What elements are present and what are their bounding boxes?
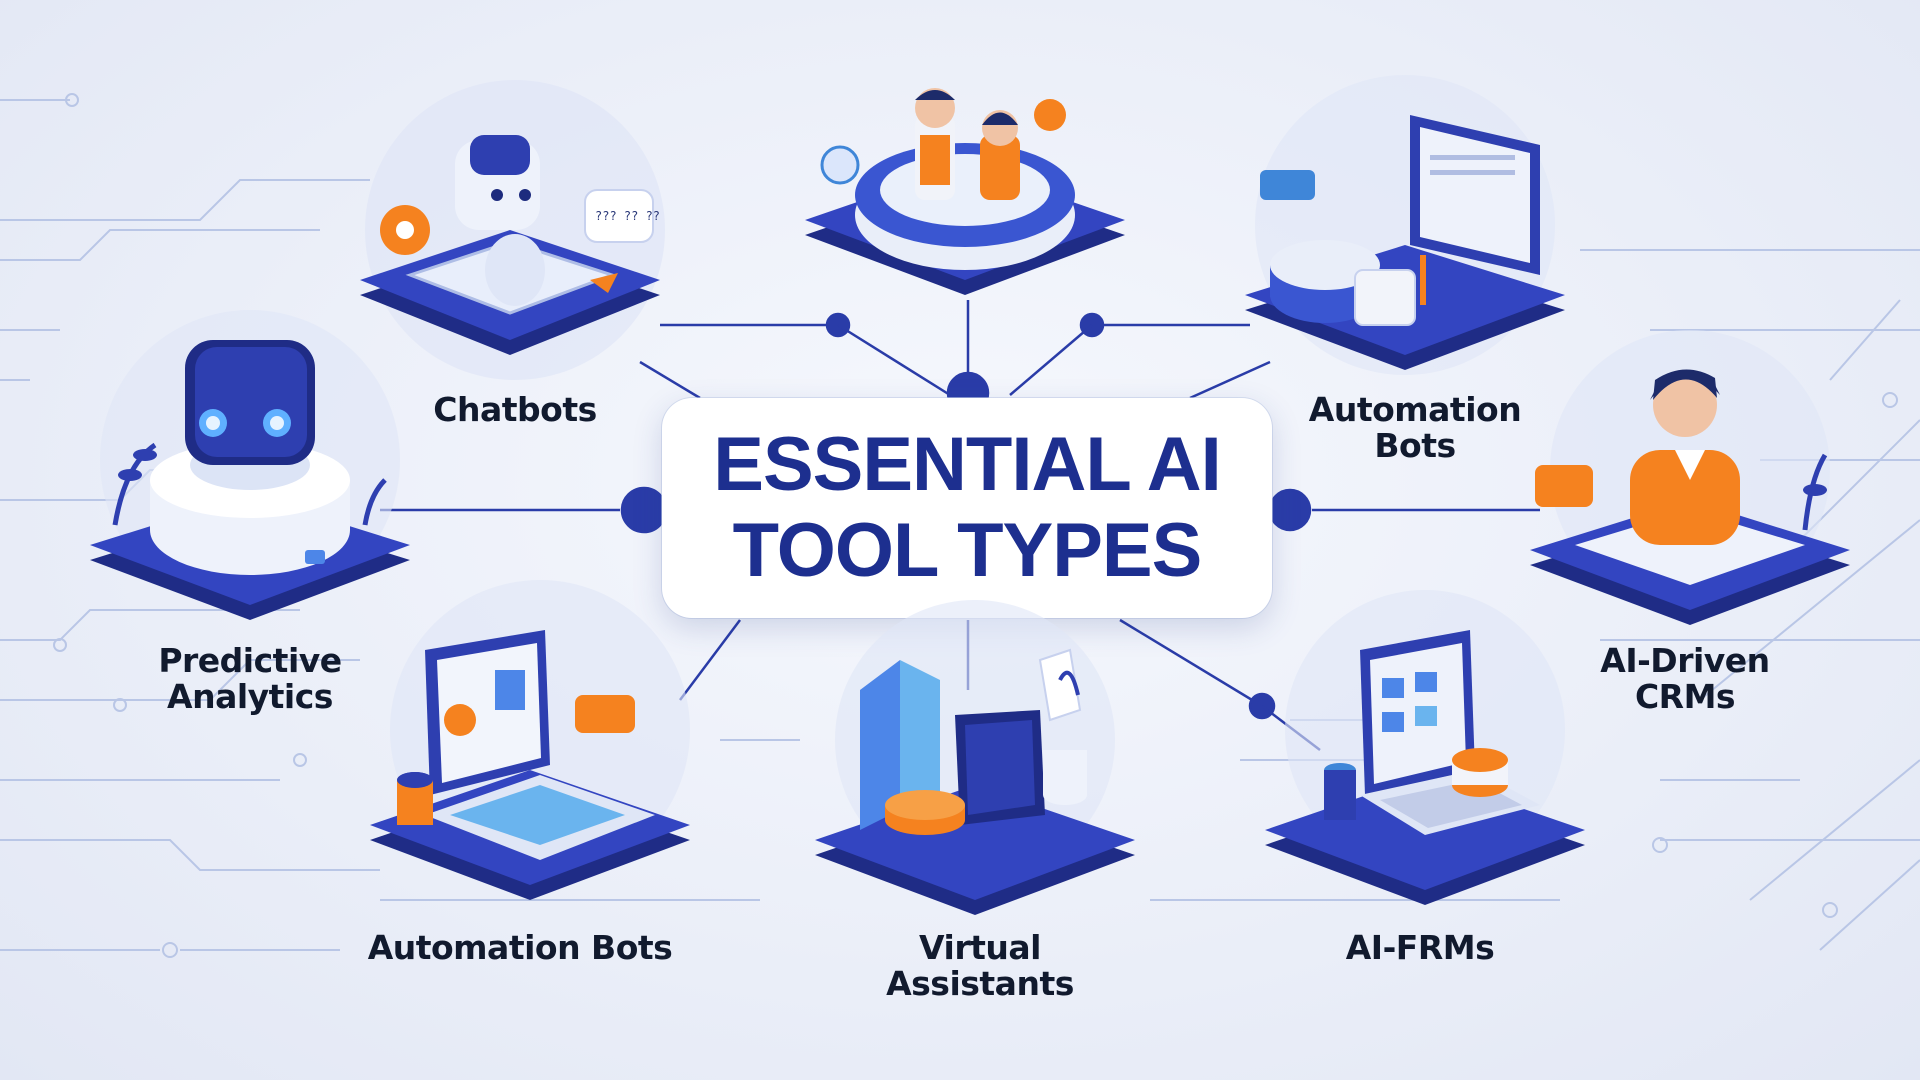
crm-label-line-2: CRMs (1634, 677, 1736, 716)
predictive-robot-icon (90, 310, 410, 620)
predictive-node (85, 305, 415, 635)
crm-label: AI-Driven CRMs (1545, 643, 1825, 715)
title-card: ESSENTIAL AI TOOL TYPES (662, 398, 1272, 618)
automation-top-node (1240, 75, 1570, 375)
title-line-1: ESSENTIAL AI (713, 422, 1221, 507)
svg-text:??? ?? ??: ??? ?? ?? (595, 209, 660, 223)
automation-workstation-icon (1245, 75, 1565, 375)
customer-service-node (800, 80, 1130, 310)
laptop-frm-icon (1265, 590, 1585, 905)
crm-node (1525, 330, 1855, 640)
predictive-label-line-1: Predictive (158, 641, 342, 680)
frms-label: AI-FRMs (1345, 928, 1495, 967)
automation-bottom-label: Automation Bots (367, 928, 673, 967)
chatbot-robot-icon: ??? ?? ?? (360, 80, 665, 380)
virtual-assistant-devices-icon (815, 600, 1135, 915)
virtual-assistants-node (810, 600, 1140, 920)
crm-agent-icon (1530, 330, 1850, 625)
customer-service-agents-icon (805, 88, 1125, 295)
automation-top-label: Automation Bots (1265, 392, 1565, 464)
virtual-assistants-label: Virtual Assistants (886, 928, 1074, 1003)
automation-bottom-node (365, 580, 695, 910)
laptop-dashboard-icon (370, 580, 690, 900)
crm-label-line-1: AI-Driven (1600, 641, 1770, 680)
chatbots-label: Chatbots (433, 390, 597, 429)
automation-top-label-line-2: Bots (1374, 426, 1456, 465)
predictive-label: Predictive Analytics (120, 643, 380, 715)
title-line-2: TOOL TYPES (732, 508, 1203, 593)
chatbots-node: ??? ?? ?? (350, 80, 680, 385)
predictive-label-line-2: Analytics (167, 677, 333, 716)
frms-node (1260, 590, 1590, 910)
automation-top-label-line-1: Automation (1308, 390, 1522, 429)
